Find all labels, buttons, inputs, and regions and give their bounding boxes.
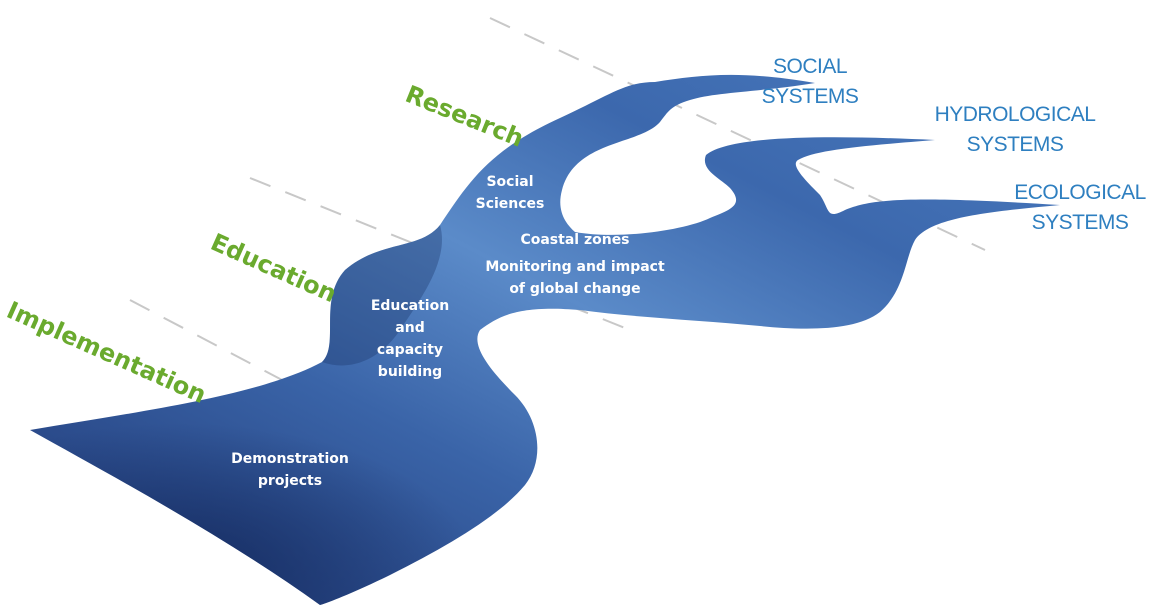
system-label-ecological: ECOLOGICAL SYSTEMS bbox=[1010, 178, 1150, 238]
river-label-education-capacity: Education and capacity building bbox=[360, 295, 460, 383]
system-label-social-line1: SOCIAL bbox=[772, 55, 848, 78]
river-label-education-capacity-line1: Education bbox=[370, 298, 450, 314]
system-label-hydrological-line2: SYSTEMS bbox=[966, 133, 1064, 156]
system-label-social-line2: SYSTEMS bbox=[761, 85, 859, 108]
system-label-hydrological-line1: HYDROLOGICAL bbox=[934, 103, 1096, 126]
system-label-ecological-line1: ECOLOGICAL bbox=[1014, 181, 1146, 204]
river-label-education-capacity-line3: capacity bbox=[376, 342, 444, 358]
river-label-social-sciences-line1: Social bbox=[486, 174, 534, 190]
river-label-monitoring-line1: Monitoring and impact bbox=[485, 259, 665, 275]
river-label-demonstration: Demonstration projects bbox=[220, 448, 360, 492]
system-label-social: SOCIAL SYSTEMS bbox=[750, 52, 870, 112]
river-label-social-sciences: Social Sciences bbox=[470, 171, 550, 215]
river-label-social-sciences-line2: Sciences bbox=[475, 196, 545, 212]
system-label-ecological-line2: SYSTEMS bbox=[1031, 211, 1129, 234]
river-label-demonstration-line2: projects bbox=[257, 473, 323, 489]
river-label-demonstration-line1: Demonstration bbox=[231, 451, 349, 467]
guide-line-research bbox=[489, 17, 986, 251]
river-label-coastal-zones: Coastal zones bbox=[520, 232, 630, 248]
river-label-monitoring: Monitoring and impact of global change bbox=[470, 256, 680, 300]
river-label-education-capacity-line4: building bbox=[377, 364, 443, 380]
river-shape bbox=[30, 74, 1060, 606]
system-label-hydrological: HYDROLOGICAL SYSTEMS bbox=[920, 100, 1110, 160]
river-label-education-capacity-line2: and bbox=[395, 320, 425, 336]
river-label-monitoring-line2: of global change bbox=[509, 281, 641, 297]
